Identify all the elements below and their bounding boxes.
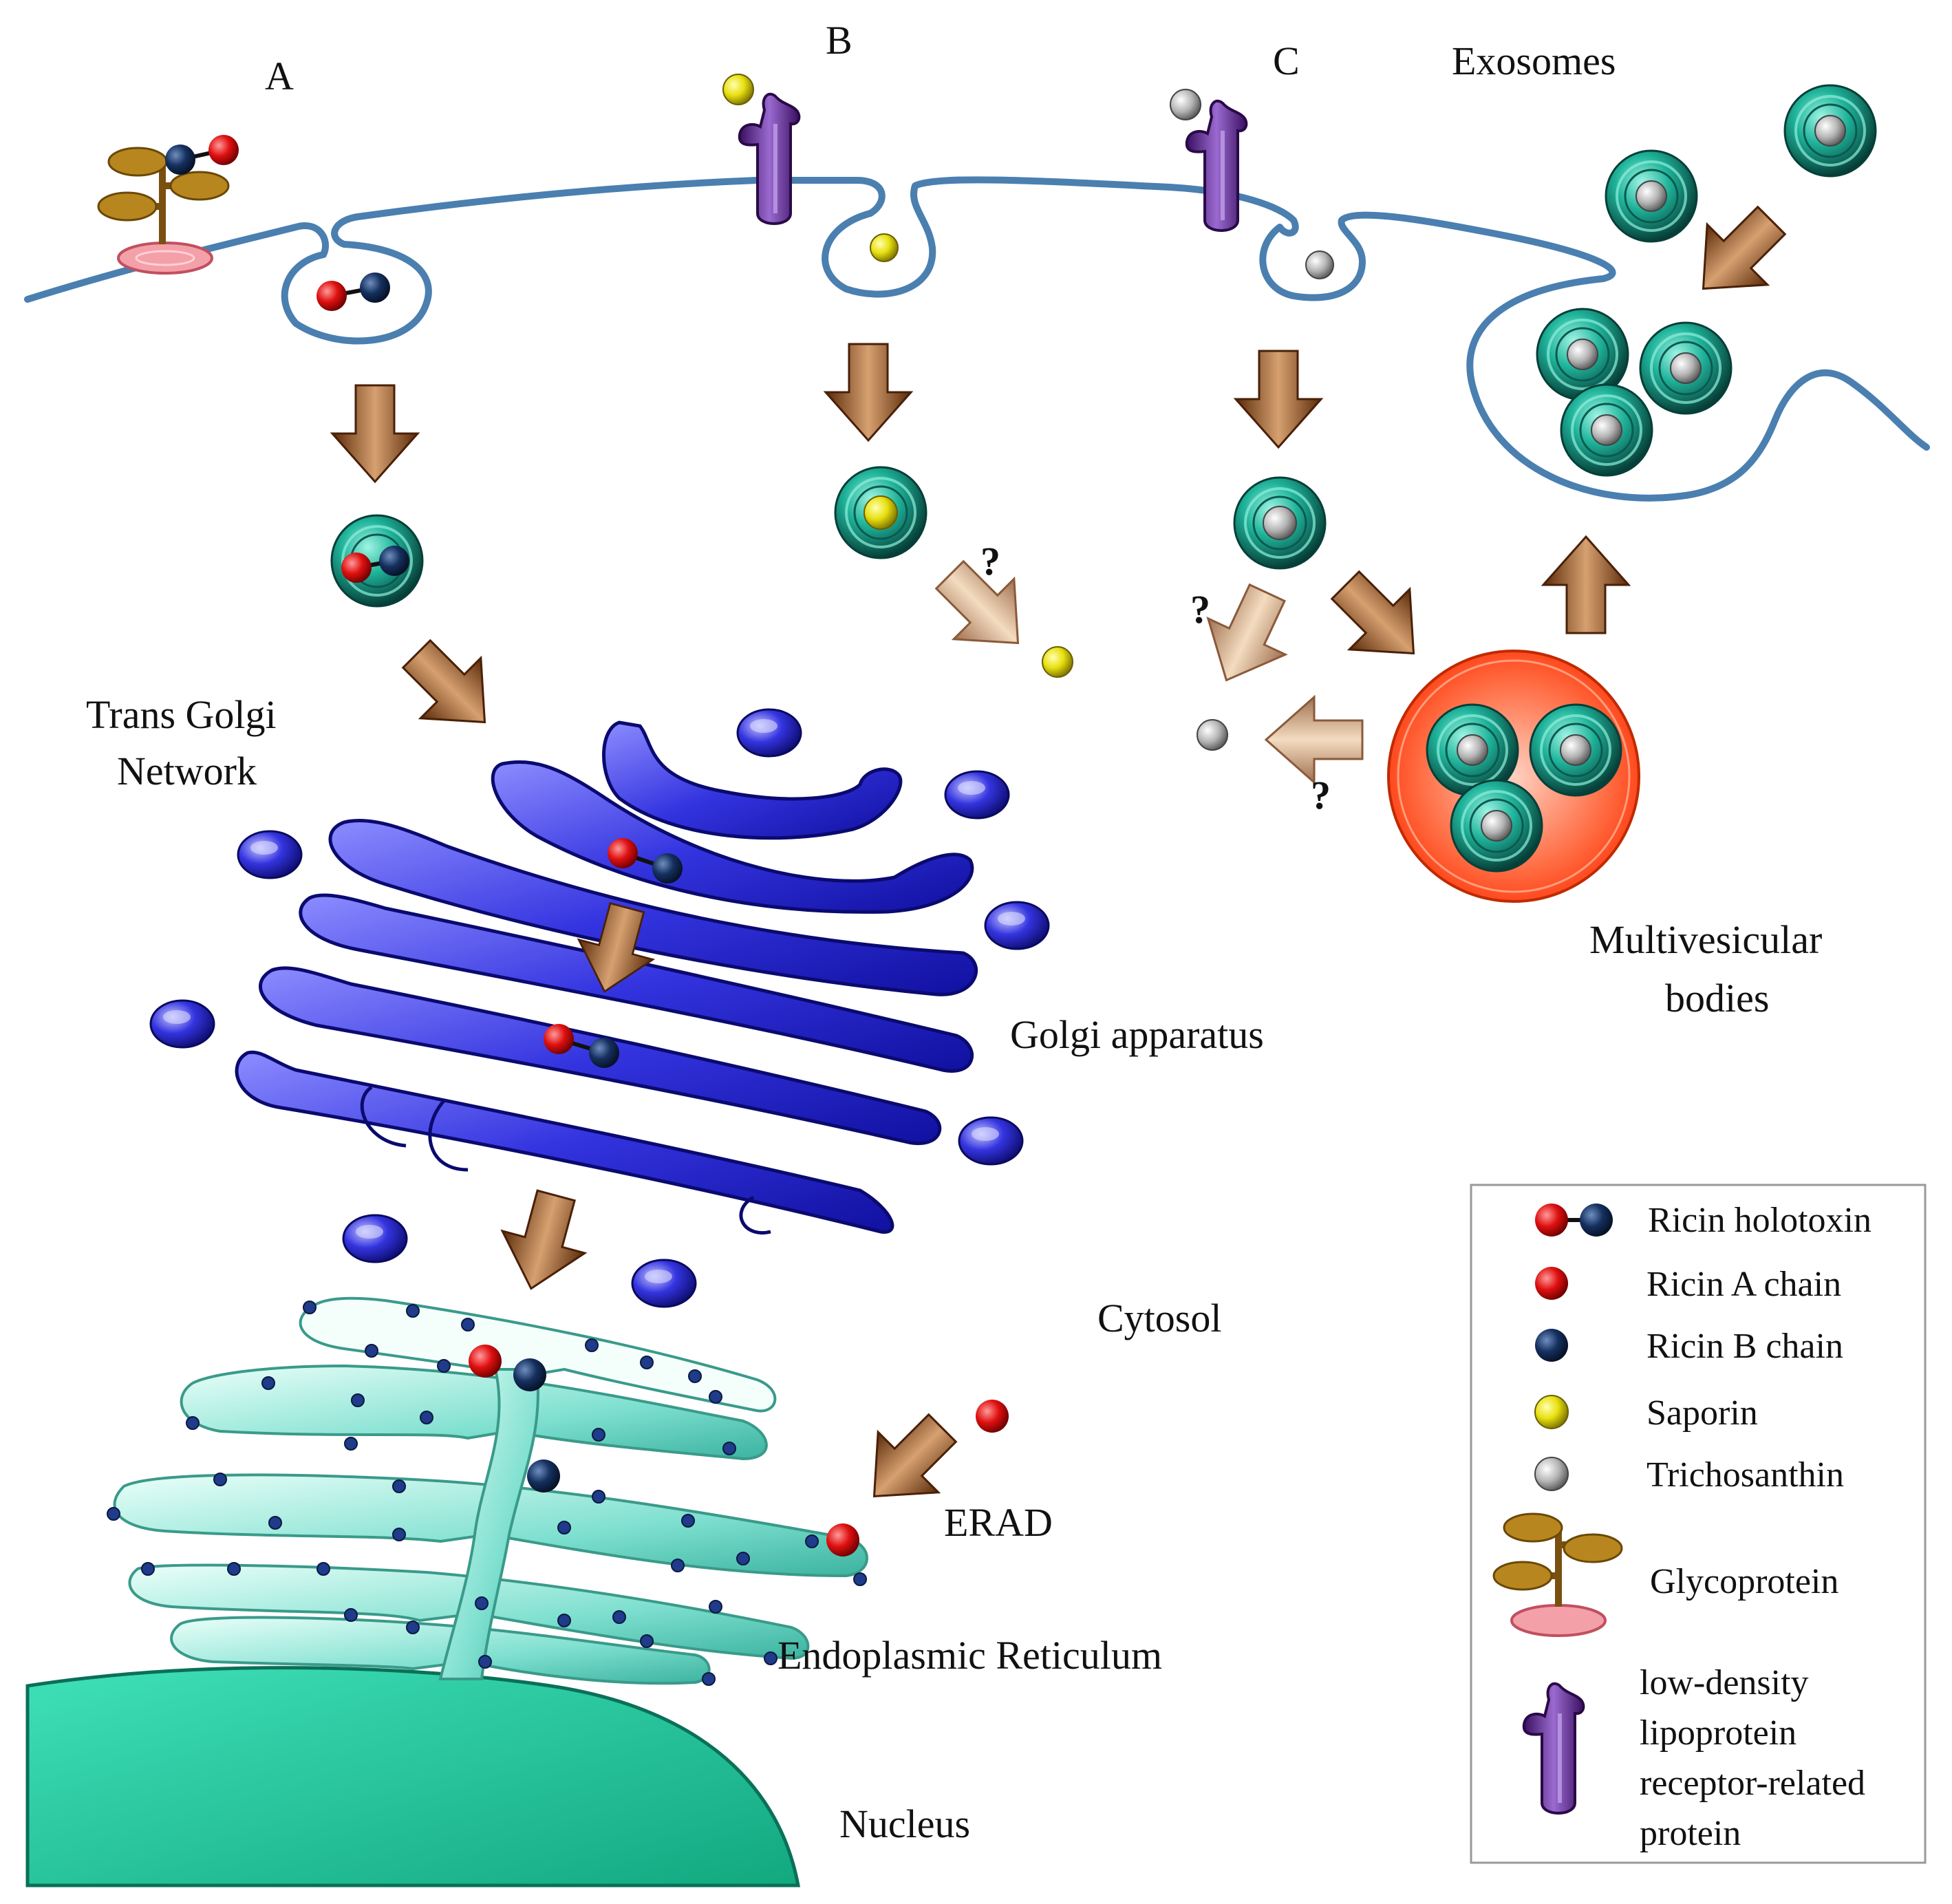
legend-b-chain-icon <box>1535 1329 1568 1362</box>
legend-holotoxin-icon <box>1535 1204 1613 1237</box>
multivesicular-body <box>1387 650 1640 903</box>
arrow-c-down <box>1234 350 1322 449</box>
golgi-vesicle <box>237 830 303 879</box>
legend-b-chain: Ricin B chain <box>1647 1327 1843 1366</box>
lrp-receptor-c <box>1170 89 1246 231</box>
arrow-c-to-mvb <box>1314 554 1445 685</box>
cell-membrane <box>24 176 1930 502</box>
golgi-vesicle <box>944 770 1010 820</box>
legend-glycoprotein-icon <box>1492 1512 1623 1637</box>
pathway-label-c: C <box>1273 39 1300 83</box>
golgi-vesicle <box>958 1116 1024 1166</box>
vesicle-trichosanthin <box>1233 476 1327 570</box>
lrp-receptor-b <box>722 74 799 224</box>
arrow-b-down <box>824 343 912 442</box>
exosomes-label: Exosomes <box>1452 39 1616 83</box>
nucleus <box>25 1666 801 1887</box>
erad-label: ERAD <box>944 1500 1053 1545</box>
legend-trichosanthin: Trichosanthin <box>1647 1455 1844 1495</box>
legend-trichosanthin-icon <box>1534 1457 1569 1491</box>
endoplasmic-reticulum <box>113 1296 868 1685</box>
mvb-at-membrane <box>1536 308 1733 477</box>
golgi-ricin-2 <box>544 1024 619 1068</box>
er-ricin-a-chain <box>826 1523 859 1557</box>
golgi-label: Golgi apparatus <box>1010 1012 1264 1057</box>
arrow-golgi-to-er <box>489 1183 599 1301</box>
legend-lrp-line4: protein <box>1640 1814 1741 1853</box>
glycoprotein-receptor <box>97 147 230 275</box>
exosome-2 <box>1783 84 1877 178</box>
arrow-a-down <box>331 384 419 483</box>
legend: Ricin holotoxin Ricin A chain Ricin B ch… <box>1470 1184 1927 1864</box>
mvb-label-line2: bodies <box>1665 976 1769 1020</box>
golgi-vesicle <box>631 1259 697 1308</box>
golgi-vesicle <box>736 708 802 758</box>
legend-lrp-line1: low-density <box>1640 1663 1809 1702</box>
golgi-vesicle <box>149 999 215 1049</box>
arrow-mvb-up <box>1542 535 1630 634</box>
tgn-label-line1: Trans Golgi <box>86 692 277 737</box>
vesicle-ricin <box>330 514 424 608</box>
arrow-a-to-golgi <box>385 623 516 753</box>
arrow-mvb-release <box>1265 696 1364 784</box>
pathway-label-b: B <box>826 18 852 63</box>
mvb-label-line1: Multivesicular <box>1589 917 1822 962</box>
legend-saporin-icon <box>1534 1395 1569 1429</box>
er-ricin-holotoxin <box>469 1345 560 1493</box>
trichosanthin-released <box>1197 719 1228 751</box>
saporin-endocytosed <box>870 233 899 262</box>
nucleus-label: Nucleus <box>839 1801 970 1846</box>
legend-lrp-line3: receptor-related <box>1640 1764 1865 1803</box>
legend-a-chain-icon <box>1535 1267 1568 1300</box>
ricin-holotoxin-endocytosed <box>317 272 390 311</box>
saporin-released <box>1042 646 1073 678</box>
vesicle-saporin <box>834 466 927 559</box>
exosome-1 <box>1605 149 1698 243</box>
trichosanthin-endocytosed <box>1305 250 1334 279</box>
legend-holotoxin: Ricin holotoxin <box>1648 1201 1871 1240</box>
golgi-ricin-1 <box>608 838 683 884</box>
question-mark-b: ? <box>980 539 1000 584</box>
ricin-holotoxin-bound <box>165 135 239 175</box>
ricin-a-chain-cytosol <box>976 1400 1009 1433</box>
legend-a-chain: Ricin A chain <box>1647 1265 1841 1304</box>
legend-lrp-line2: lipoprotein <box>1640 1713 1797 1753</box>
golgi-vesicle <box>342 1214 408 1263</box>
legend-glycoprotein: Glycoprotein <box>1650 1562 1838 1601</box>
pathway-label-a: A <box>265 54 294 98</box>
er-label: Endoplasmic Reticulum <box>777 1633 1162 1678</box>
tgn-label-line2: Network <box>117 749 257 793</box>
legend-saporin: Saporin <box>1647 1393 1758 1433</box>
question-mark-c2: ? <box>1311 773 1331 817</box>
question-mark-c1: ? <box>1190 587 1210 632</box>
golgi-vesicle <box>984 901 1050 950</box>
cytosol-label: Cytosol <box>1097 1296 1222 1340</box>
